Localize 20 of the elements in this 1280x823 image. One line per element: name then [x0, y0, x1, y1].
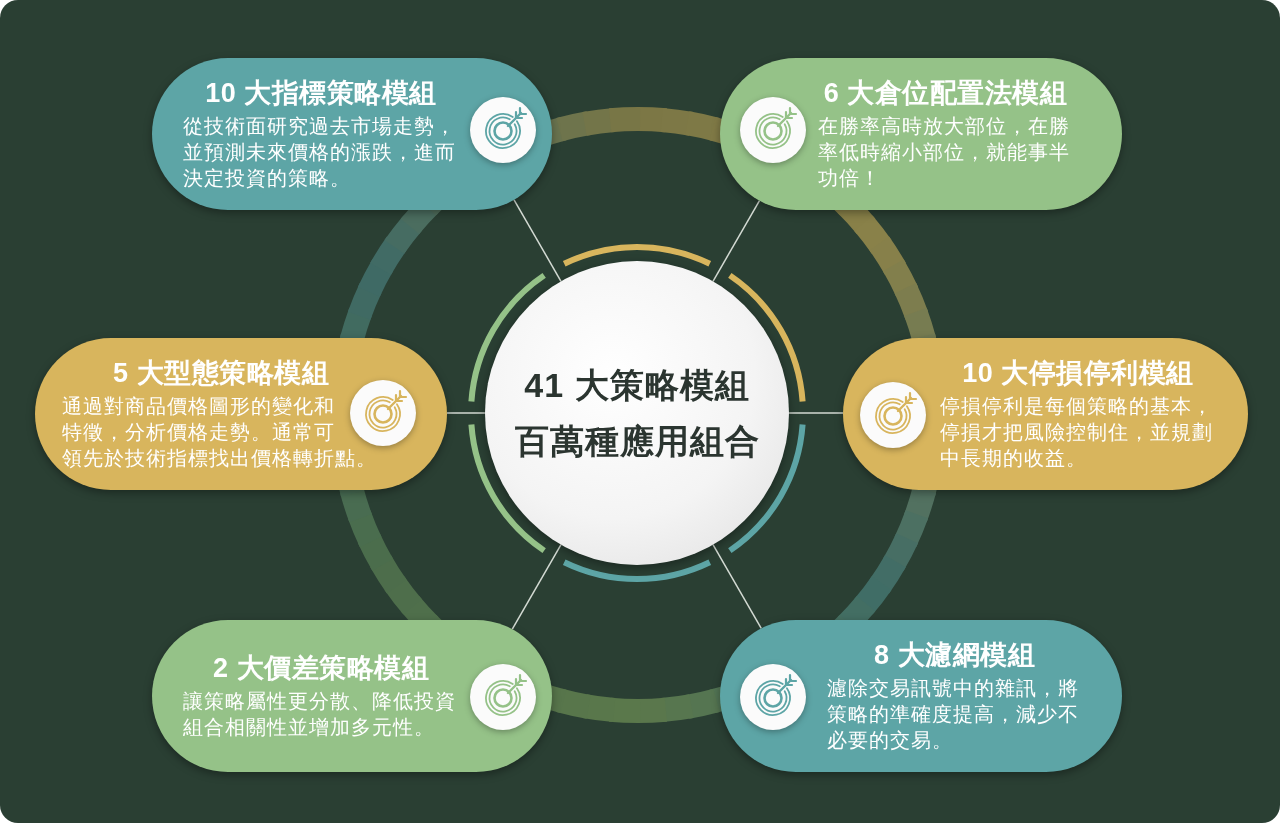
- description: 在勝率高時放大部位，在勝率低時縮小部位，就能事半功倍！: [818, 114, 1071, 191]
- connector-line: [788, 412, 844, 414]
- heading: 5 大型態策略模組: [112, 357, 330, 389]
- description: 從技術面研究過去市場走勢，並預測未來價格的漲跌，進而決定投資的策略。: [183, 114, 457, 191]
- description: 讓策略屬性更分散、降低投資組合相關性並增加多元性。: [183, 689, 457, 740]
- connector-line: [712, 544, 762, 630]
- heading: 6 大倉位配置法模組: [822, 77, 1069, 109]
- connector-line: [513, 199, 562, 282]
- center-title: 41 大策略模組: [524, 365, 750, 406]
- center-title: 百萬種應用組合: [514, 421, 760, 462]
- heading: 8 大濾網模組: [873, 639, 1036, 671]
- heading: 10 大停損停利模組: [961, 357, 1195, 389]
- description: 通過對商品價格圖形的變化和特徵，分析價格走勢。通常可領先於技術指標找出價格轉折點。: [62, 394, 378, 471]
- description: 停損停利是每個策略的基本，停損才把風險控制住，並規劃中長期的收益。: [940, 394, 1214, 471]
- description: 濾除交易訊號中的雜訊，將策略的準確度提高，減少不必要的交易。: [827, 676, 1080, 753]
- heading: 10 大指標策略模組: [204, 77, 438, 109]
- heading: 2 大價差策略模組: [212, 652, 430, 684]
- connector-line: [446, 412, 486, 414]
- connector-line: [511, 544, 562, 630]
- connector-line: [712, 199, 761, 282]
